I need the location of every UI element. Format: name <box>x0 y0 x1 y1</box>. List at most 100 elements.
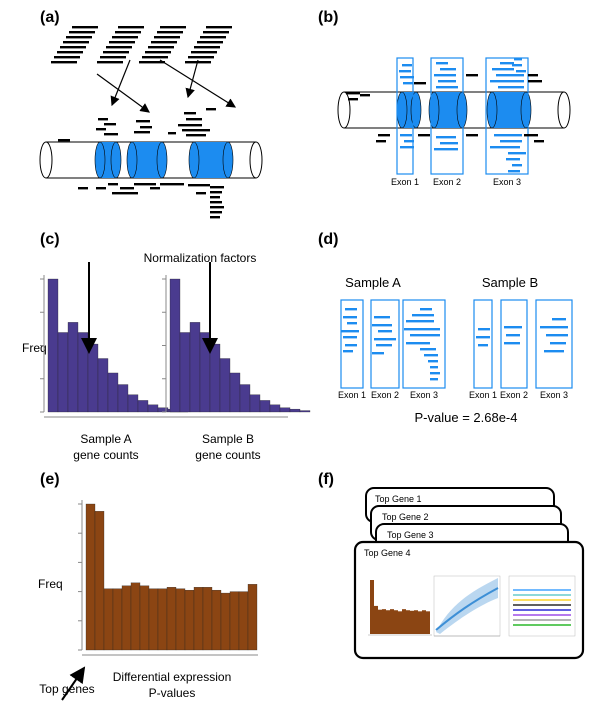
read <box>404 328 440 331</box>
exon-box <box>430 57 464 175</box>
histogram-bar <box>219 358 231 413</box>
card-title: Top Gene 3 <box>387 530 434 540</box>
panel-d-label: (d) <box>318 231 338 248</box>
histogram-bar <box>202 587 213 651</box>
read <box>552 318 566 321</box>
panel-e-ylabel: Freq <box>38 577 63 591</box>
read <box>434 148 458 151</box>
read <box>504 342 520 345</box>
read <box>194 46 220 49</box>
histogram-bar <box>239 384 251 413</box>
read <box>109 41 135 44</box>
read <box>512 64 522 67</box>
read <box>343 350 353 353</box>
histogram-bar <box>382 609 386 634</box>
read <box>126 192 138 195</box>
read <box>546 334 568 337</box>
panel-b: (b) Exon 1 Exon 2 Exon 3 <box>318 9 571 187</box>
histogram-bar <box>390 609 394 634</box>
panel-f-label: (f) <box>318 471 334 488</box>
exon-label: Exon 2 <box>500 390 528 400</box>
read <box>210 201 222 204</box>
sample-b-title: Sample B <box>482 275 538 290</box>
read <box>160 183 184 186</box>
panel-c-label: (c) <box>40 231 60 248</box>
panel-a-mapped-reads <box>58 108 224 219</box>
read <box>160 26 186 29</box>
read <box>400 134 412 137</box>
panel-d-reads <box>341 308 568 381</box>
read <box>512 164 522 167</box>
histogram-bar <box>269 404 281 413</box>
panel-d-exon-boxes <box>340 299 573 389</box>
histogram-bar <box>370 580 374 634</box>
read <box>508 152 526 155</box>
histogram-bar <box>418 611 422 634</box>
read <box>372 324 392 327</box>
read <box>191 51 217 54</box>
read <box>140 126 152 129</box>
exon-label: Exon 1 <box>391 177 419 187</box>
read <box>106 46 132 49</box>
read <box>403 82 413 85</box>
histogram-bar <box>410 610 414 634</box>
read <box>200 36 226 39</box>
read <box>440 68 456 71</box>
read <box>544 350 564 353</box>
read <box>112 192 126 195</box>
read <box>66 36 92 39</box>
read <box>466 74 478 77</box>
read <box>378 134 390 137</box>
read <box>78 187 88 190</box>
read <box>534 140 544 143</box>
pvalue-label: P-value = 2.68e-4 <box>415 410 518 425</box>
histogram-bar <box>189 322 201 413</box>
histogram-bar <box>97 358 109 413</box>
exon-band <box>132 142 162 178</box>
read <box>96 187 106 190</box>
histogram-bar <box>279 407 291 413</box>
read <box>345 344 357 347</box>
read <box>196 192 206 195</box>
histogram-bar <box>386 610 390 634</box>
panel-b-gene-cylinder <box>337 91 571 129</box>
panel-a-mapping-arrows <box>96 59 237 113</box>
histogram-bar <box>229 591 240 651</box>
read <box>186 134 206 137</box>
read <box>410 334 440 337</box>
report-card-4[interactable]: Top Gene 4 <box>353 540 585 660</box>
read <box>210 186 224 189</box>
read <box>197 41 223 44</box>
read <box>412 314 434 317</box>
read <box>210 211 222 214</box>
panel-b-reads <box>346 58 544 173</box>
panel-b-label: (b) <box>318 9 338 26</box>
histogram-bar <box>103 588 114 651</box>
read <box>112 36 138 39</box>
sample-a-title: Sample A <box>345 275 401 290</box>
histogram-bar <box>426 611 430 634</box>
read <box>404 140 414 143</box>
read <box>500 140 522 143</box>
read <box>374 338 396 341</box>
histogram-bar <box>406 610 410 634</box>
read <box>406 320 434 323</box>
read <box>203 31 229 34</box>
read <box>104 123 116 126</box>
histogram-bar <box>289 408 301 413</box>
exon-label: Exon 1 <box>338 390 366 400</box>
histogram-bar <box>199 332 211 413</box>
read <box>466 134 478 137</box>
panel-c-ylabel: Freq <box>22 341 47 355</box>
read <box>51 61 77 64</box>
read <box>524 134 538 137</box>
histogram-sample-a <box>40 275 189 418</box>
read <box>188 184 210 187</box>
read <box>378 330 392 333</box>
histogram-pvalues <box>78 500 258 656</box>
histogram-bar <box>166 587 177 651</box>
sample-a-axis-label: Sample A <box>80 432 131 446</box>
histogram-bar <box>211 589 222 651</box>
histogram-bar <box>139 585 150 651</box>
